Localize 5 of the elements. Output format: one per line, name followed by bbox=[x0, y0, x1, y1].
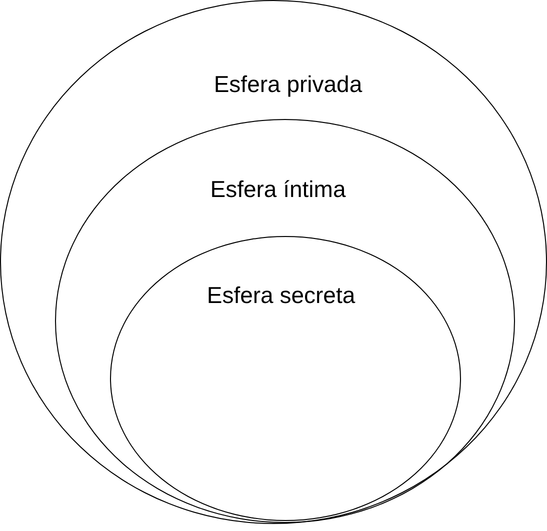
region-label: Esfera secreta bbox=[206, 282, 356, 309]
ellipse-region bbox=[110, 236, 461, 521]
ellipse-region bbox=[55, 119, 515, 523]
region-label: Esfera íntima bbox=[210, 176, 346, 203]
region-label: Esfera privada bbox=[214, 71, 362, 98]
